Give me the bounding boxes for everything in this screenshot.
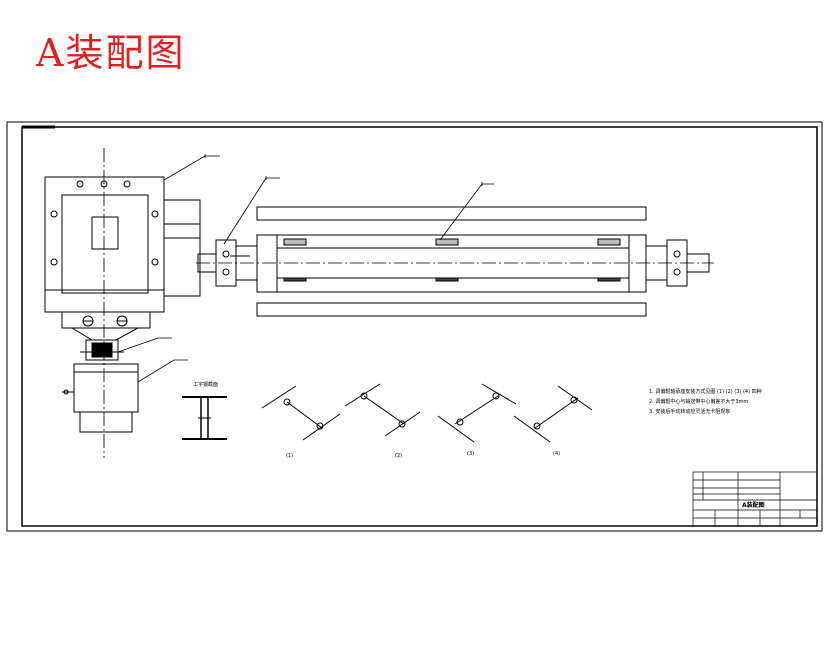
technical-note-3: 3. 安装后手动转动应灵活无卡阻现象 [649, 408, 730, 415]
mounting-view-3 [437, 383, 517, 443]
page-title: A装配图 [36, 31, 186, 75]
title-block-drawing-name: A装配图 [742, 501, 765, 509]
view-label-1: (1) [286, 453, 293, 459]
motor [62, 363, 139, 433]
coupling [80, 339, 124, 361]
technical-note-2: 2. 调偏辊中心与输送带中心偏差不大于3mm [649, 398, 748, 405]
right-bearing-block [645, 239, 710, 287]
roller-assembly [196, 206, 714, 317]
reducer-housing [44, 148, 201, 458]
outer-frame [6, 121, 823, 532]
view-label-2: (2) [395, 453, 402, 459]
mounting-view-2 [344, 383, 421, 437]
leader-lines [117, 154, 494, 383]
i-beam-section [182, 396, 227, 440]
mounting-view-1 [261, 385, 341, 441]
view-label-4: (4) [553, 451, 560, 457]
inner-frame [21, 126, 818, 527]
mounting-view-4 [513, 385, 593, 443]
i-beam-section-label: 工字钢截面 [193, 381, 218, 388]
technical-note-1: 1. 调偏辊轴承座安装方式见图 (1) (2) (3) (4) 四种 [649, 388, 762, 395]
title-block [692, 471, 818, 527]
left-bearing-block [197, 239, 258, 287]
view-label-3: (3) [467, 451, 474, 457]
